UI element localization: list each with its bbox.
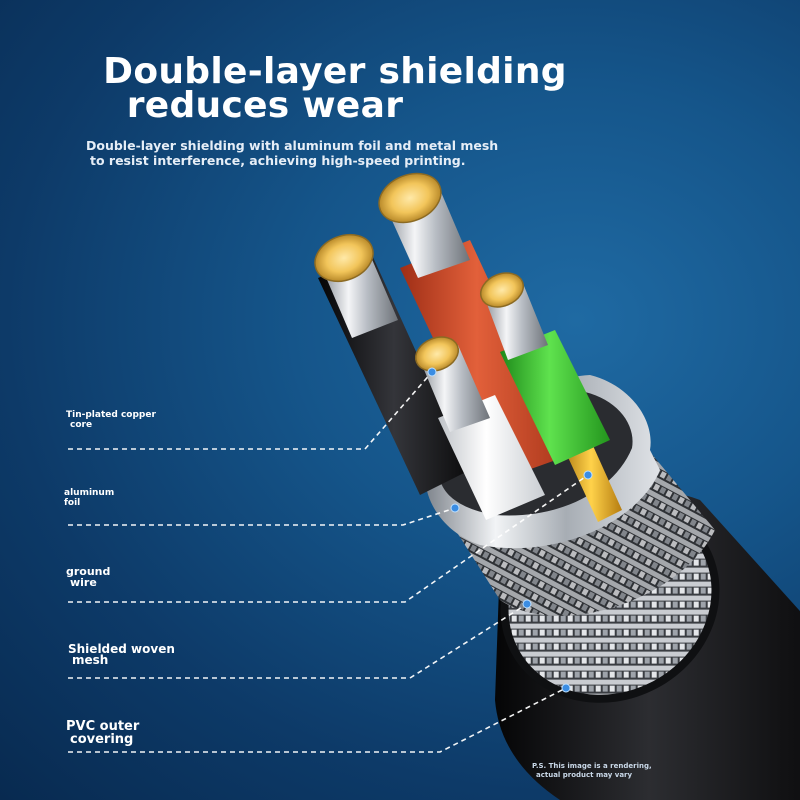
label-ground-wire: ground wire — [66, 566, 110, 588]
label-mesh-line-2: mesh — [72, 653, 109, 667]
white-wire — [414, 336, 545, 520]
label-tin-plated-copper-core: Tin-plated copper core — [66, 410, 156, 430]
label-ground-line-1: ground — [66, 565, 111, 578]
headline-line-1: Double-layer shielding — [103, 51, 567, 92]
marker-dot-ground — [583, 470, 593, 480]
disclaimer-line-2: actual product may vary — [536, 771, 633, 779]
leader-line-mesh — [68, 603, 528, 679]
disclaimer-line-1: P.S. This image is a rendering, — [532, 762, 652, 770]
leader-line-core — [68, 371, 433, 450]
label-ground-line-2: wire — [70, 576, 97, 589]
label-foil-line-2: foil — [64, 498, 81, 508]
label-mesh-line-1: Shielded woven — [68, 642, 175, 656]
label-shielded-woven-mesh: Shielded woven mesh — [68, 642, 175, 667]
leader-line-pvc — [68, 687, 567, 753]
subtitle-line-2: to resist interference, achieving high-s… — [90, 153, 466, 168]
headline: Double-layer shielding reduces wear — [0, 51, 670, 126]
rendering-disclaimer: P.S. This image is a rendering, actual p… — [532, 762, 652, 780]
subtitle: Double-layer shielding with aluminum foi… — [86, 138, 606, 168]
red-wire — [378, 172, 570, 480]
leader-line-foil — [68, 507, 456, 526]
marker-dot-mesh — [522, 599, 532, 609]
green-wire — [479, 272, 610, 465]
leader-markers — [427, 367, 593, 693]
label-aluminum-foil: aluminum foil — [64, 488, 114, 508]
label-pvc-outer-covering: PVC outer covering — [66, 720, 139, 746]
label-core-line-2: core — [70, 420, 93, 430]
black-wire — [314, 233, 470, 495]
subtitle-line-1: Double-layer shielding with aluminum foi… — [86, 138, 499, 153]
headline-line-2: reduces wear — [126, 85, 404, 126]
label-pvc-line-1: PVC outer — [66, 719, 140, 734]
label-foil-line-1: aluminum — [64, 488, 115, 498]
leader-line-ground — [68, 474, 589, 603]
marker-dot-pvc — [561, 683, 571, 693]
leader-lines — [68, 371, 589, 753]
marker-dot-foil — [450, 503, 460, 513]
label-pvc-line-2: covering — [70, 732, 134, 747]
marker-dot-core — [427, 367, 437, 377]
label-core-line-1: Tin-plated copper — [66, 410, 156, 420]
